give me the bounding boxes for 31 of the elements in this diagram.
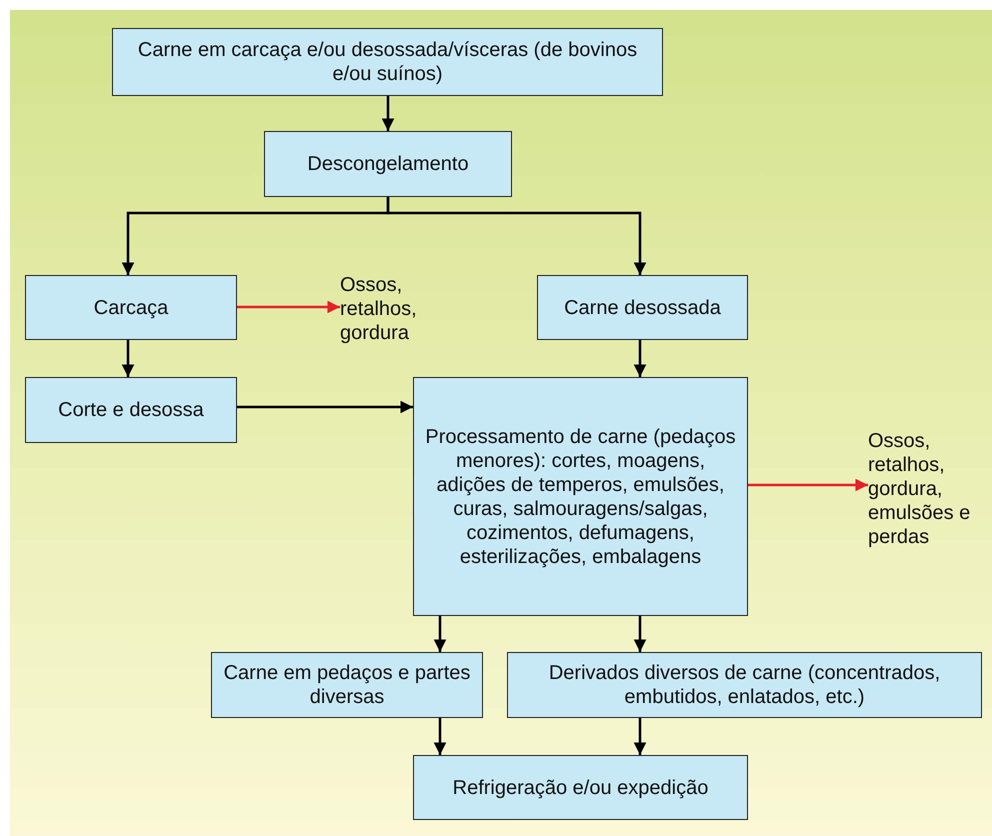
box-label: Refrigeração e/ou expedição	[452, 776, 708, 800]
process-box	[537, 275, 748, 340]
box-label: Carcaça	[94, 296, 168, 320]
process-box	[413, 755, 748, 820]
output-note: Ossos, retalhos, gordura	[340, 273, 418, 345]
process-box	[264, 131, 512, 197]
box-label: Carne em carcaça e/ou desossada/vísceras (de bovinos e/ou suínos)	[136, 38, 638, 86]
arrow	[634, 616, 646, 652]
arrow	[386, 197, 646, 275]
box-label: Corte e desossa	[58, 398, 204, 422]
arrow	[634, 718, 646, 755]
arrow	[748, 478, 868, 492]
process-box	[112, 28, 663, 96]
box-label: Derivados diversos de carne (concentrados, embutidos, enlatados, etc.)	[548, 661, 942, 709]
arrow	[382, 96, 394, 131]
arrow	[434, 616, 446, 652]
arrow	[237, 400, 413, 414]
process-box	[25, 377, 237, 443]
process-box	[25, 275, 237, 340]
arrow	[237, 300, 340, 314]
box-label: Descongelamento	[307, 152, 469, 176]
arrow	[634, 340, 646, 377]
output-note: Ossos, retalhos, gordura, emulsões e perdas	[868, 429, 972, 549]
arrow	[122, 340, 134, 377]
box-label: Carne em pedaços e partes diversas	[222, 661, 472, 709]
process-box	[413, 377, 748, 616]
arrow	[434, 718, 446, 755]
process-box	[211, 652, 483, 718]
process-box	[507, 652, 982, 718]
box-label: Processamento de carne (pedaços menores): cortes, moagens, adições de temperos, emulsões, curas, salmouragens/salgas, cozimentos, defumagens, esterilizações, embalagens	[424, 424, 737, 568]
box-label: Carne desossada	[564, 296, 721, 320]
